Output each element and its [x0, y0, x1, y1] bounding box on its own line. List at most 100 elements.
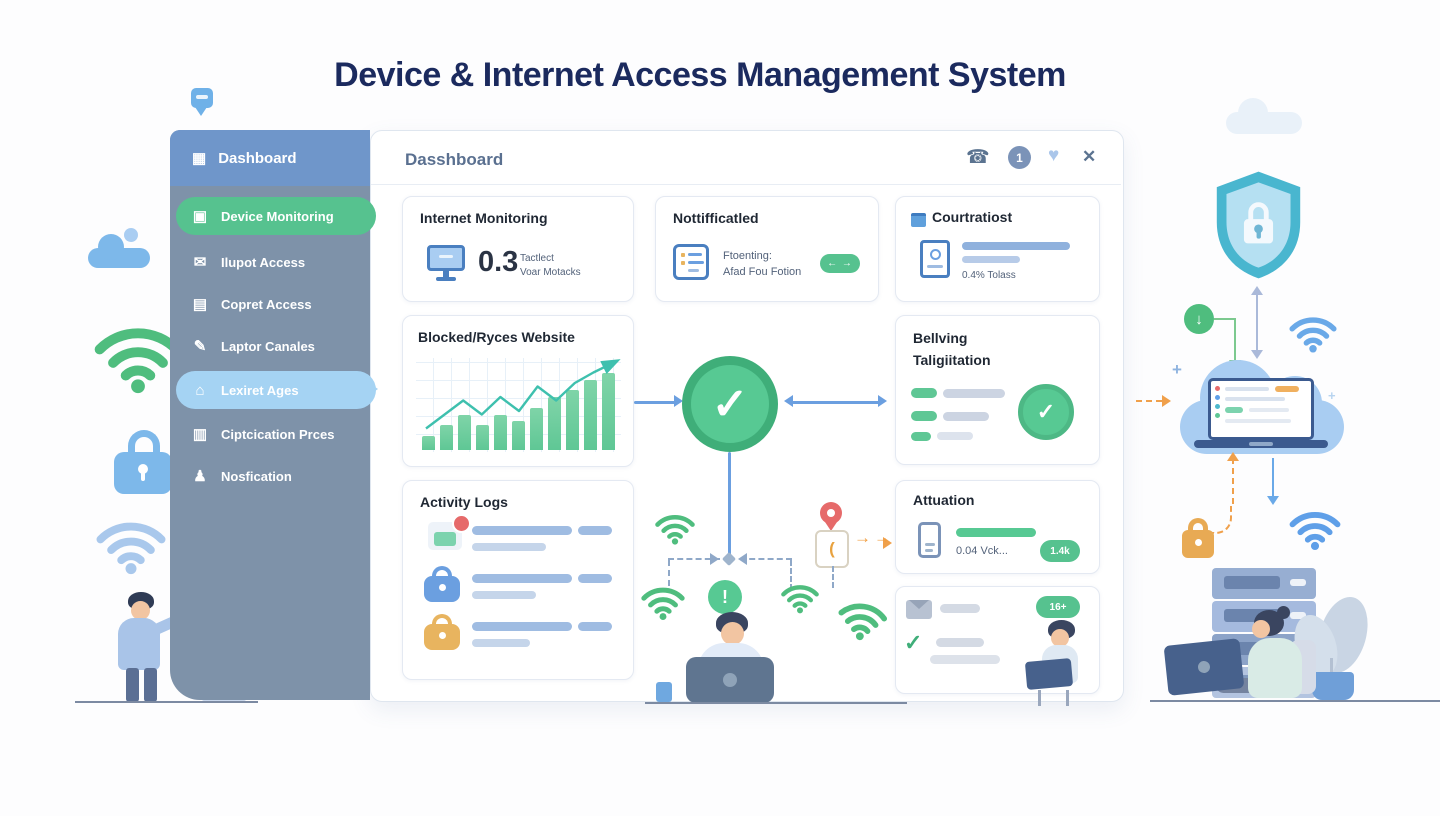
envelope-gray-icon [906, 600, 932, 619]
download-circle-icon: ↓ [1184, 304, 1214, 334]
flow-dash-left [668, 558, 720, 560]
person-left-leg-2 [144, 668, 157, 702]
card-bellving-title2: Taligiitation [913, 352, 991, 368]
idcard-icon: ▥ [192, 426, 208, 443]
lock-yellow-shackle [432, 614, 452, 628]
bellving-bar-3 [937, 432, 973, 440]
screen-chip-orange [1275, 386, 1299, 392]
chart-bar [602, 373, 615, 450]
card-notifications-caption1: Ftoenting: [723, 250, 772, 262]
activity-bar-3c [472, 639, 530, 647]
chart-bar [422, 436, 435, 450]
blocked-chart-bars [416, 373, 621, 450]
shield-arrow-up [1251, 286, 1263, 295]
checklist-bar-2 [936, 638, 984, 647]
sidebar-item-ciptcication-prces[interactable]: ▥ Ciptcication Prces [176, 415, 376, 453]
cloud-laptop-notch [1249, 442, 1273, 446]
notifications-pill-button[interactable]: ← → [820, 254, 860, 273]
progress-bar-short [962, 256, 1020, 263]
phone-device-line2 [925, 549, 933, 552]
laptop-logo [723, 673, 737, 687]
orange-arrow-1: → [854, 528, 871, 547]
person-left-face [131, 601, 150, 620]
checklist-pill-badge[interactable]: 16+ [1036, 596, 1080, 618]
activity-bar-1c [472, 543, 546, 551]
card-internet-title: Internet Monitoring [420, 210, 548, 226]
screen-dot-red [1215, 386, 1220, 391]
attuation-pill-button[interactable]: 1.4k [1040, 540, 1080, 562]
page-title: Device & Internet Access Management Syst… [334, 56, 1066, 94]
sidebar-item-ilupot-access[interactable]: ✉ Ilupot Access [176, 243, 376, 281]
sidebar-item-label: Copret Access [221, 296, 312, 312]
lock-orange-shackle [1188, 518, 1208, 534]
sidebar-item-copret-access[interactable]: ▤ Copret Access [176, 285, 376, 323]
flow-arrow-right-head [878, 395, 887, 407]
server-unit-1 [1212, 568, 1316, 599]
shield-to-cloud-line [1256, 292, 1258, 352]
bellving-bar-2 [943, 412, 989, 421]
chart-bar [566, 390, 579, 450]
briefcase-icon [911, 213, 926, 227]
sidebar-header[interactable]: ▦ Dashboard [170, 130, 370, 186]
wifi-icon-center-1 [654, 512, 696, 546]
phone-device-icon [918, 522, 941, 558]
screen-bar-2 [1225, 397, 1285, 401]
list-bullet-2 [681, 261, 685, 265]
badge-pin-bar [196, 95, 208, 99]
server-handle [1290, 579, 1306, 586]
wifi-icon-center-3 [780, 582, 820, 615]
sidebar-item-label: Lexiret Ages [221, 382, 299, 398]
monitor-base [436, 277, 456, 281]
screen-bar-1 [1225, 387, 1269, 391]
dashboard-grid-icon: ▦ [192, 150, 207, 167]
green-connector-h [1214, 318, 1236, 320]
lock-orange-icon [1182, 530, 1214, 558]
card-internet-value: 0.3 [478, 246, 519, 278]
card-courtratiost-title: Courtratiost [932, 209, 1013, 225]
notification-badge[interactable]: 1 [1008, 146, 1031, 169]
monitor-screen-line [439, 255, 453, 258]
chart-bar [458, 415, 471, 450]
flow-arrow-into-hub [674, 395, 683, 407]
badge-pin-tip [195, 107, 207, 116]
bellving-bar-1 [943, 389, 1005, 398]
sidebar-item-label: Laptor Canales [221, 338, 315, 354]
sidebar-item-laptor-canales[interactable]: ✎ Laptor Canales [176, 327, 376, 365]
keyhole-stem-left [141, 472, 145, 481]
sidebar-item-nosfication[interactable]: ♟ Nosfication [176, 457, 376, 495]
lock-blue-shackle [432, 566, 452, 580]
cup-icon [656, 682, 672, 702]
list-bullet-1 [681, 253, 685, 257]
card-bellving-title1: Bellving [913, 330, 968, 346]
heart-icon[interactable]: ♥ [1048, 145, 1060, 166]
sidebar-item-lexiret-ages[interactable]: ⌂ Lexiret Ages [176, 371, 376, 409]
flow-dash-right-arrow [738, 553, 747, 565]
person-center-face [721, 622, 744, 645]
server-slot [1224, 576, 1280, 589]
plus-sparkle-1: + [1172, 360, 1182, 379]
lock-blue-keyhole [439, 584, 446, 591]
sidebar-item-device-monitoring[interactable]: ▣ Device Monitoring [176, 197, 376, 235]
close-icon[interactable]: ✕ [1082, 147, 1097, 166]
flow-dash-right-down [790, 560, 792, 590]
activity-bar-2c [472, 591, 536, 599]
flow-dash-left-down [668, 560, 670, 586]
cloud-laptop-base [1194, 440, 1328, 448]
sidebar-active-notch [362, 378, 378, 400]
wifi-icon-right-1 [1288, 314, 1338, 354]
flow-dash-left-arrow [710, 553, 719, 565]
envelope-icon: ✉ [193, 254, 207, 271]
blocked-chart [416, 358, 621, 452]
phone-icon[interactable]: ☎ [966, 147, 990, 168]
badge-pin-icon [191, 88, 213, 116]
home-icon: ⌂ [195, 381, 205, 399]
activity-bar-3b [578, 622, 612, 631]
bellving-pill-2 [911, 411, 937, 421]
location-pin-icon [820, 502, 842, 524]
tablet-icon: ▣ [192, 208, 208, 225]
list-line-1 [688, 253, 702, 256]
plus-sparkle-2: + [1328, 388, 1336, 403]
wifi-icon-right-2 [1288, 508, 1342, 552]
monitor-icon [427, 245, 465, 271]
mail-alert-badge [452, 514, 471, 533]
